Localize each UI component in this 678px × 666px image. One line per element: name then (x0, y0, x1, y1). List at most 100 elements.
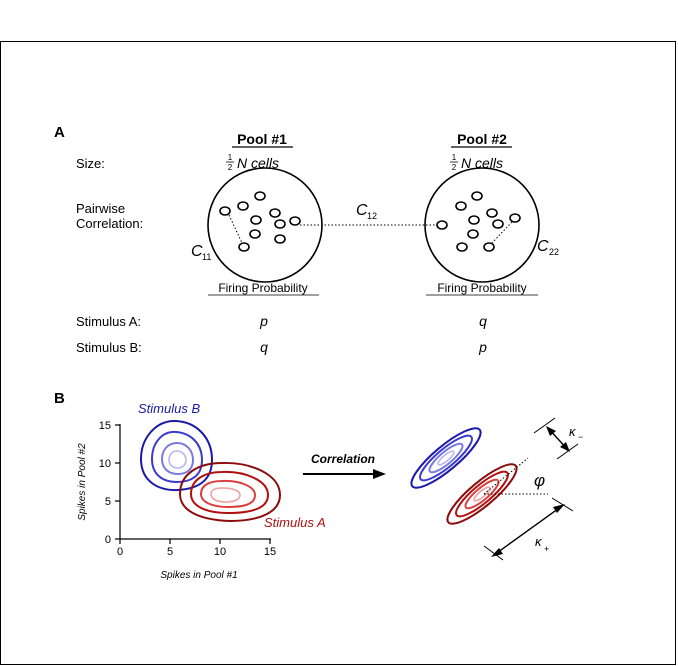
neuron (467, 229, 479, 239)
neuron (274, 219, 286, 229)
pool1-size-frac-den: 2 (228, 163, 233, 172)
y-tick-label: 0 (105, 534, 111, 546)
kappa-minus-subscript: − (578, 432, 583, 442)
neuron (509, 213, 521, 223)
pool2-stimulus-b-value: p (478, 339, 487, 355)
x-tick-label: 15 (264, 546, 276, 558)
kappa-plus-extension (483, 545, 504, 561)
panel-b-axes (115, 424, 271, 544)
contour (473, 486, 491, 502)
c11-label: C (191, 243, 203, 260)
neuron (249, 229, 261, 239)
kappa-plus-subscript: + (544, 544, 549, 554)
neuron (492, 219, 504, 229)
c22-subscript: 22 (549, 247, 559, 257)
neuron (274, 234, 286, 244)
phi-label: φ (534, 471, 545, 490)
pool1-stimulus-a-value: p (259, 313, 268, 329)
stimulus-b-label: Stimulus B: (76, 340, 142, 355)
x-tick-label: 5 (167, 546, 173, 558)
y-tick-label: 15 (99, 420, 111, 432)
pool1-title: Pool #1 (237, 131, 287, 147)
pool2-size: 1 2 N cells (450, 153, 503, 172)
pool1-firing-probability: Firing Probability (218, 281, 307, 295)
stimulus-b-contours (139, 419, 214, 492)
contour (446, 463, 518, 525)
contour (139, 419, 214, 492)
correlation-label-line1: Pairwise (76, 201, 125, 216)
y-axis-label: Spikes in Pool #2 (77, 443, 88, 521)
contour (150, 430, 204, 484)
correlation-arrow-head (373, 469, 386, 479)
size-label: Size: (76, 156, 105, 171)
y-tick-label: 10 (99, 458, 111, 470)
pool1-size-frac-num: 1 (228, 153, 233, 162)
neuron (254, 191, 266, 201)
contour (168, 450, 187, 469)
x-tick-label: 0 (117, 546, 123, 558)
pool1-stimulus-b-value: q (260, 339, 268, 355)
neuron (486, 208, 498, 218)
neuron (471, 191, 483, 201)
contour (199, 479, 257, 509)
kappa-plus-dimension (493, 505, 563, 556)
contour (160, 441, 195, 476)
neuron (289, 216, 301, 226)
c22-link (491, 221, 513, 244)
correlated-stimulus-a-contours (446, 463, 518, 525)
contour (189, 470, 270, 515)
neuron (269, 208, 281, 218)
pool1-size-value: N cells (237, 155, 279, 171)
contour (437, 450, 455, 466)
pool2-circle (424, 167, 540, 283)
phi-axis-line (483, 457, 529, 495)
pool2-stimulus-a-value: q (479, 313, 487, 329)
neuron (219, 206, 231, 216)
correlation-label-line2: Correlation: (76, 216, 143, 231)
contour (178, 461, 282, 523)
c12-subscript: 12 (367, 211, 377, 221)
contour (428, 442, 464, 474)
contour (210, 487, 241, 503)
c11-subscript: 11 (202, 252, 211, 262)
pool2-size-frac-num: 1 (452, 153, 457, 162)
c22-label: C (537, 238, 549, 255)
c11-link (228, 214, 243, 244)
y-tick-label: 5 (105, 496, 111, 508)
neuron (238, 242, 250, 252)
contour (410, 427, 482, 489)
pool2-neurons (436, 191, 521, 252)
pool1-size: 1 2 N cells (226, 153, 279, 172)
kappa-plus-arrowhead (553, 504, 565, 513)
neuron (468, 215, 480, 225)
kappa-minus-extension (556, 443, 579, 460)
kappa-minus-extension (533, 417, 556, 434)
neuron (250, 215, 262, 225)
kappa-plus-extension (551, 497, 574, 512)
pool2-firing-probability: Firing Probability (437, 281, 526, 295)
stimulus-a-label: Stimulus A (264, 515, 326, 530)
pool2-title: Pool #2 (457, 131, 507, 147)
stimulus-a-contours (178, 461, 282, 523)
contour (464, 478, 500, 510)
kappa-plus-label: κ (535, 534, 543, 549)
panel-b-letter: B (54, 390, 65, 407)
pool2-size-frac-den: 2 (452, 163, 457, 172)
panel-a-letter: A (54, 124, 65, 141)
pool2-size-value: N cells (461, 155, 503, 171)
c12-label: C (356, 202, 368, 219)
kappa-minus-label: κ (569, 424, 577, 439)
contour (455, 470, 509, 518)
stimulus-a-label: Stimulus A: (76, 314, 141, 329)
stimulus-b-label: Stimulus B (138, 401, 200, 416)
neuron (456, 242, 468, 252)
x-axis-label: Spikes in Pool #1 (160, 570, 237, 581)
kappa-minus-arrowhead (546, 426, 556, 436)
figure-frame (0, 41, 676, 665)
contour (419, 434, 473, 482)
neuron (483, 242, 495, 252)
correlated-stimulus-b-contours (410, 427, 482, 489)
pool1-neurons (219, 191, 301, 252)
kappa-plus-arrowhead (491, 548, 503, 557)
